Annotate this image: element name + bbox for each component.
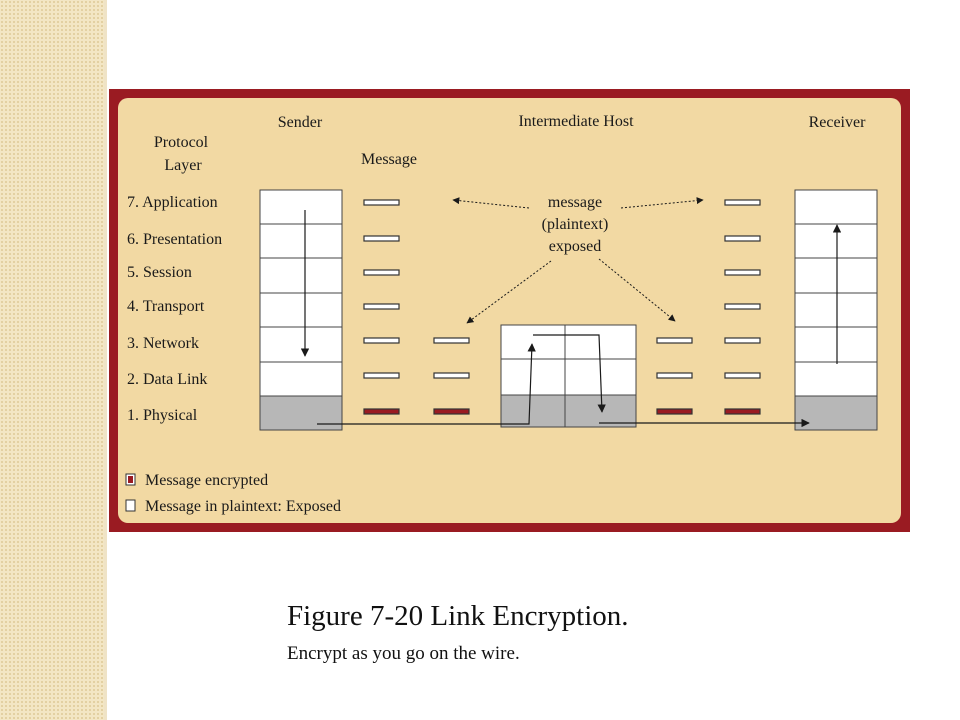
protocol-header-line2: Layer <box>164 157 202 174</box>
legend-plaintext-swatch <box>125 499 136 512</box>
callout-line2: (plaintext) <box>542 216 609 233</box>
protocol-header-line1: Protocol <box>154 134 209 151</box>
receiver-stack <box>794 189 878 431</box>
sender-stack <box>259 189 343 431</box>
callout-arrows <box>452 197 704 324</box>
sender-header: Sender <box>278 114 323 131</box>
legend-encrypted-label: Message encrypted <box>145 472 268 489</box>
layer-label-network: 3. Network <box>127 335 199 352</box>
layer-label-application: 7. Application <box>127 194 218 211</box>
message-header: Message <box>361 151 417 168</box>
sender-message-bars <box>363 199 400 415</box>
layer-label-presentation: 6. Presentation <box>127 231 222 248</box>
layer-label-data-link: 2. Data Link <box>127 371 207 388</box>
intermediate-right-message-bars <box>656 337 693 415</box>
legend-plaintext-label: Message in plaintext: Exposed <box>145 498 341 515</box>
figure-caption-title: Figure 7-20 Link Encryption. <box>287 600 629 632</box>
data-flow-path <box>300 210 842 428</box>
layer-label-physical: 1. Physical <box>127 407 198 424</box>
intermediate-host-header: Intermediate Host <box>518 113 634 130</box>
figure-caption-subtitle: Encrypt as you go on the wire. <box>287 643 520 664</box>
diagram-canvas: Sender Intermediate Host Receiver Protoc… <box>118 98 901 523</box>
diagram-panel <box>118 98 901 523</box>
layer-label-session: 5. Session <box>127 264 192 281</box>
layer-label-transport: 4. Transport <box>127 298 205 315</box>
callout-line1: message <box>548 194 602 211</box>
legend-encrypted-swatch <box>125 473 136 486</box>
side-strip-border <box>104 0 107 720</box>
receiver-header: Receiver <box>809 114 867 131</box>
callout-line3: exposed <box>549 238 601 255</box>
decorative-side-strip <box>0 0 104 720</box>
intermediate-host-stack <box>500 324 637 428</box>
link-encryption-figure: Sender Intermediate Host Receiver Protoc… <box>109 89 910 532</box>
intermediate-left-message-bars <box>433 337 470 415</box>
receiver-message-bars <box>724 199 761 415</box>
